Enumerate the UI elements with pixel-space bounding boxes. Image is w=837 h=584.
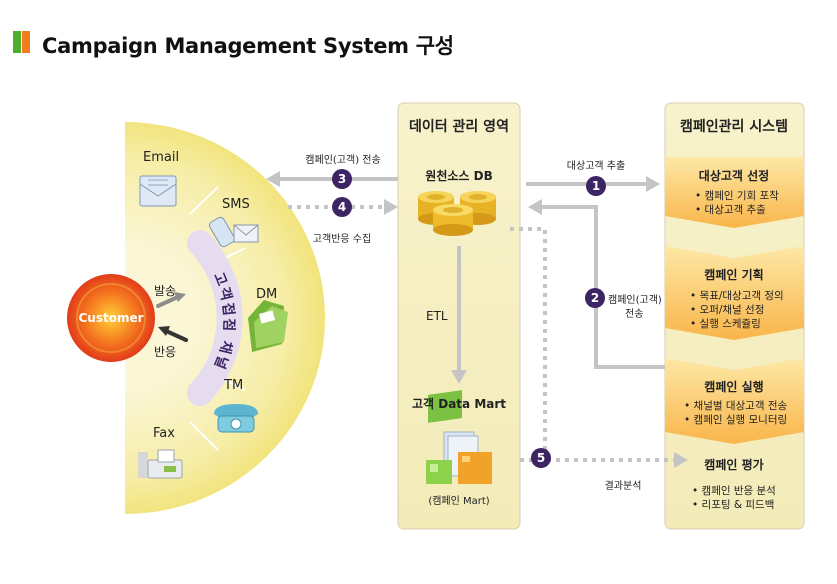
step-label-3: 캠페인(고객) 전송 [305, 155, 381, 166]
stage-bullets-4: 캠페인 반응 분석 리포팅 & 피드백 [692, 484, 776, 512]
stage-bullets-1: 캠페인 기회 포착 대상고객 추출 [695, 189, 779, 217]
mart-caption: (캠페인 Mart) [428, 496, 490, 507]
customer-circle [67, 274, 155, 362]
etl-label: ETL [426, 309, 448, 323]
stage-bullet: 리포팅 & 피드백 [692, 498, 776, 512]
data-mart-icon [426, 390, 492, 484]
data-mart-label: 고객 Data Mart [411, 397, 507, 411]
step-label-2a: 캠페인(고객) [608, 295, 662, 306]
step-label-1: 대상고객 추출 [566, 161, 626, 172]
step-badge-2 [585, 288, 605, 308]
data-area-title: 데이터 관리 영역 [409, 119, 509, 135]
step-badge-5 [531, 448, 551, 468]
title-bar-green [13, 31, 21, 53]
channel-email-label: Email [143, 150, 180, 165]
stage-title-3: 캠페인 실행 [704, 380, 764, 394]
folder-icon [248, 300, 288, 352]
channel-sms-label: SMS [222, 197, 250, 212]
step-number-3: 3 [337, 172, 347, 186]
step-number-1: 1 [591, 179, 601, 193]
step-badge-3 [332, 169, 352, 189]
channel-arc-band [187, 230, 243, 406]
step-label-2b: 전송 [625, 309, 644, 320]
stage-bullet: 캠페인 실행 모니터링 [684, 413, 788, 427]
channel-fax-label: Fax [153, 426, 175, 441]
channel-dm-label: DM [256, 287, 278, 302]
customer-label: Customer [78, 311, 144, 325]
stage-title-1: 대상고객 선정 [698, 169, 770, 183]
stage-bullets-2: 목표/대상고객 정의 오퍼/채널 선정 실행 스케쥴링 [690, 289, 784, 331]
step-badge-1 [586, 176, 606, 196]
response-label: 반응 [154, 345, 177, 359]
response-arrow [158, 326, 188, 342]
step-label-4: 고객반응 수집 [312, 234, 372, 245]
stage-bullet: 캠페인 반응 분석 [692, 484, 776, 498]
step-number-4: 4 [337, 200, 347, 214]
etl-arrow [451, 246, 467, 384]
database-icon [418, 191, 496, 236]
channel-tm-label: TM [224, 378, 244, 393]
stage-title-4: 캠페인 평가 [704, 458, 764, 472]
stage-bullet: 대상고객 추출 [695, 203, 779, 217]
envelope-icon [139, 175, 177, 207]
flow-arrow-5 [510, 227, 688, 468]
source-db-label: 원천소스 DB [425, 169, 493, 183]
telephone-icon [214, 404, 258, 433]
step-number-2: 2 [590, 291, 600, 305]
fax-icon [138, 449, 183, 479]
stage-bullet: 목표/대상고객 정의 [690, 289, 784, 303]
stage-bullet: 채널별 대상고객 전송 [684, 399, 788, 413]
stage-bullets-3: 채널별 대상고객 전송 캠페인 실행 모니터링 [684, 399, 788, 427]
stage-title-2: 캠페인 기획 [704, 268, 764, 282]
step-number-5: 5 [536, 451, 546, 465]
stage-bullet: 캠페인 기회 포착 [695, 189, 779, 203]
stage-bullet: 오퍼/채널 선정 [690, 303, 784, 317]
mobile-phone-icon [209, 216, 259, 248]
stage-bullet: 실행 스케쥴링 [690, 317, 784, 331]
title-bar-orange [22, 31, 30, 53]
step-label-5: 결과분석 [604, 481, 642, 492]
flow-arrow-2 [528, 199, 665, 369]
campaign-system-title: 캠페인관리 시스템 [680, 119, 788, 135]
step-badge-4 [332, 197, 352, 217]
send-label: 발송 [154, 284, 177, 298]
send-arrow [156, 292, 186, 308]
page-title: Campaign Management System 구성 [42, 34, 454, 58]
